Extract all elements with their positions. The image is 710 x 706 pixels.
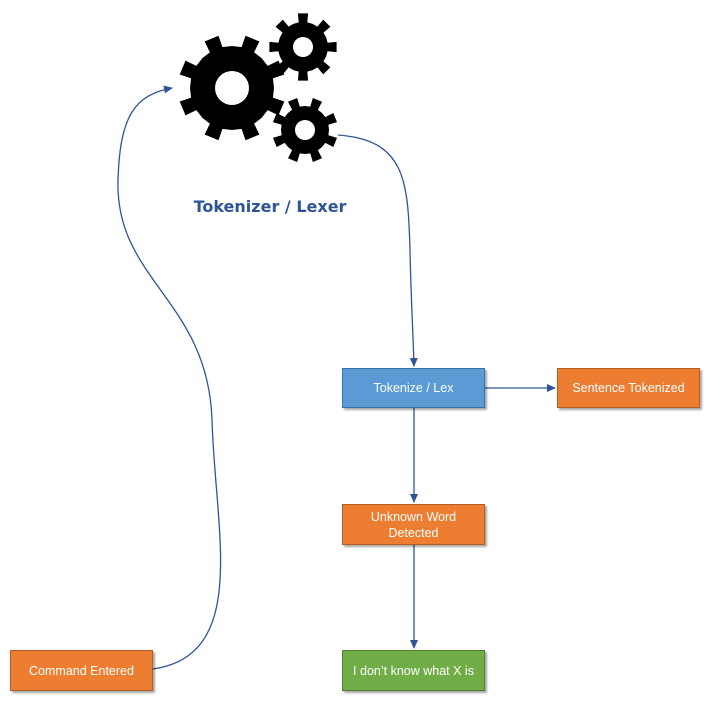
gear-shape xyxy=(269,13,337,81)
tokenizer-lexer-title: Tokenizer / Lexer xyxy=(193,197,347,216)
gear-small-bottom-icon xyxy=(273,98,337,162)
gear-large-icon xyxy=(179,35,285,141)
dont-know-node: I don’t know what X is xyxy=(342,650,485,691)
gear-shape xyxy=(273,98,337,162)
unknown-word-detected-node: Unknown Word Detected xyxy=(342,504,485,545)
gear-small-top-icon xyxy=(269,13,337,81)
arrow-tokenizer-to-tokenize xyxy=(337,134,418,367)
gear-shape xyxy=(179,35,285,141)
gears-icon xyxy=(179,13,337,162)
command-entered-node: Command Entered xyxy=(10,650,153,691)
arrow-command-to-tokenizer xyxy=(117,85,222,670)
tokenize-lex-node: Tokenize / Lex xyxy=(342,368,485,408)
sentence-tokenized-node: Sentence Tokenized xyxy=(557,368,700,408)
